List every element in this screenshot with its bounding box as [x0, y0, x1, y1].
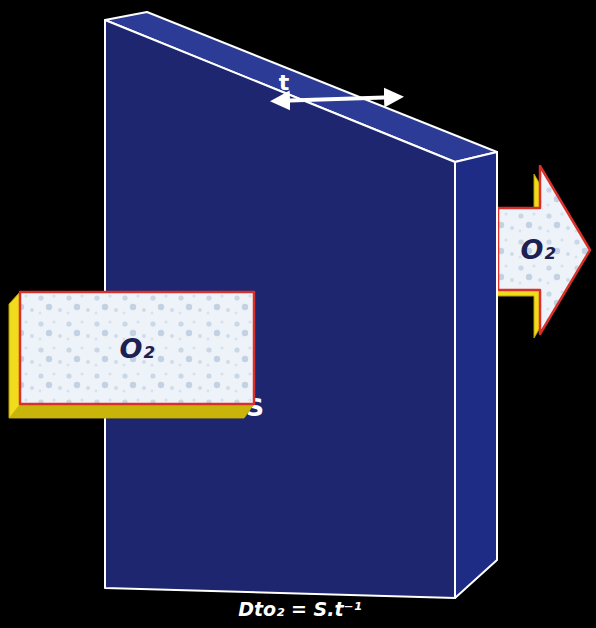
oxygen-inflow-arrow: O₂ [8, 292, 260, 422]
slab-side [455, 152, 497, 598]
arrow-bottom [9, 404, 254, 418]
arrow-side [9, 292, 254, 418]
formula-caption: Dto₂ = S.t⁻¹ [150, 598, 450, 620]
arrow-face [498, 166, 590, 334]
oxygen-outflow-arrow: O₂ [488, 158, 596, 342]
node-label: O₂ [502, 228, 574, 270]
thickness-label: t [268, 70, 300, 95]
node-label: O₂ [20, 292, 254, 404]
slab-front [105, 20, 455, 598]
arrow-face [20, 292, 254, 404]
